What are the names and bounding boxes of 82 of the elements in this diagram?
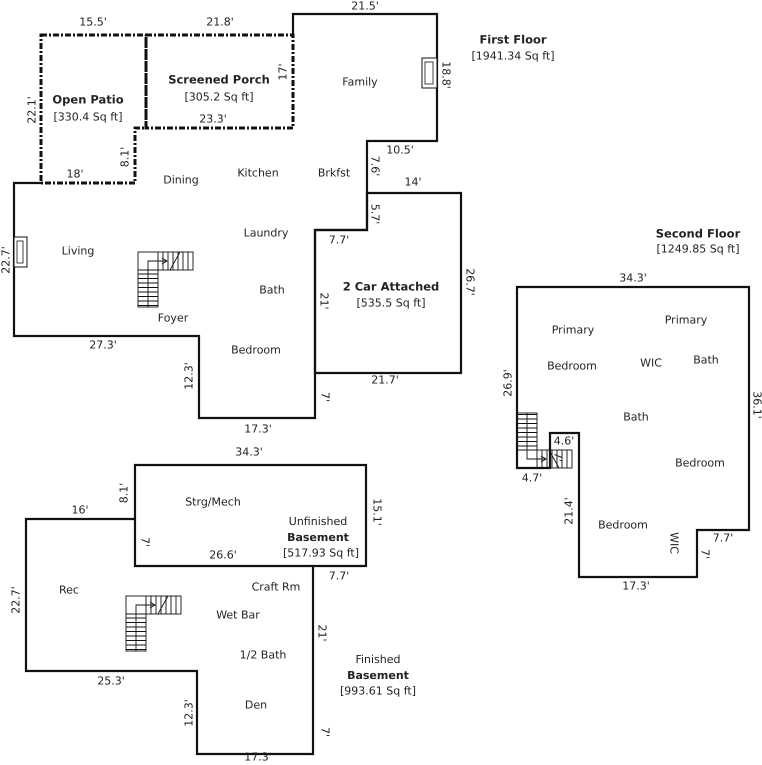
room-label: Den: [244, 698, 268, 712]
floor-title: Second Floor: [656, 228, 740, 240]
floor-title: Finished Basement: [346, 652, 410, 684]
dimension-label: 18': [66, 168, 84, 180]
floor-title: First Floor: [479, 34, 547, 46]
dimension-label: 7.6': [368, 156, 382, 176]
dimension-label: 15.1': [370, 498, 384, 526]
dimension-label: 12.3': [182, 699, 196, 727]
dimension-label: 26.7': [464, 268, 476, 296]
dimension-label: 26.9': [502, 369, 514, 397]
room-label: Strg/Mech: [185, 496, 241, 508]
room-label: Living: [62, 244, 94, 258]
dimension-label: 22.1': [26, 96, 38, 124]
room-label: WIC: [668, 532, 680, 554]
dimension-label: 22.7': [0, 246, 12, 274]
dimension-label: 7': [698, 548, 712, 560]
dimension-label: 8.1': [118, 146, 132, 168]
dimension-label: 15.5': [79, 16, 107, 28]
room-label: Kitchen: [237, 166, 279, 180]
dimension-label: 7': [552, 452, 564, 462]
room-label: Primary: [664, 314, 708, 326]
area-size: [330.4 Sq ft]: [53, 110, 123, 124]
room-label: 1/2 Bath: [240, 648, 286, 662]
dimension-label: 27.3': [89, 338, 117, 352]
room-label: Bath: [693, 354, 719, 366]
room-label: Bedroom: [675, 456, 725, 470]
area-title: Open Patio: [52, 94, 124, 106]
dimension-label: 34.3': [619, 272, 647, 284]
area-size: [517.93 Sq ft]: [282, 546, 360, 560]
room-label: Laundry: [244, 226, 288, 240]
room-label: Bedroom: [598, 518, 648, 532]
dimension-label: 16': [71, 504, 89, 516]
dimension-label: 7': [318, 726, 332, 738]
room-label: Rec: [59, 584, 79, 596]
dimension-label: 7': [138, 536, 152, 548]
dimension-label: 14': [404, 176, 422, 188]
dimension-label: 7.7': [712, 532, 734, 544]
room-label: Dining: [163, 174, 199, 186]
area-title: Screened Porch: [168, 74, 270, 86]
area-title: Unfinished Basement: [286, 514, 350, 546]
room-label: WIC: [640, 356, 662, 370]
area-size: [1249.85 Sq ft]: [656, 242, 740, 256]
dimension-label: 21.5': [351, 0, 379, 12]
dimension-label: 26.6': [209, 548, 237, 562]
dimension-label: 36.1': [750, 391, 762, 419]
dimension-label: 7.7': [328, 570, 350, 582]
dimension-label: 21.7': [371, 374, 399, 386]
room-label: Wet Bar: [216, 608, 260, 622]
dimension-label: 21': [316, 624, 328, 642]
area-size: [535.5 Sq ft]: [356, 296, 426, 310]
area-size: [993.61 Sq ft]: [340, 684, 416, 698]
room-label: Family: [342, 76, 378, 88]
room-label: Craft Rm: [252, 580, 300, 594]
dimension-label: 21': [318, 292, 330, 310]
dimension-label: 23.3': [199, 112, 227, 126]
room-label: Foyer: [158, 312, 188, 324]
dimension-label: 17.3': [622, 580, 650, 592]
dimension-label: 25.3': [97, 674, 125, 688]
dimension-label: 7': [318, 392, 332, 402]
dimension-label: 17': [276, 63, 290, 81]
dimension-label: 5.7': [368, 204, 382, 224]
dimension-label: 34.3': [235, 446, 263, 458]
dimension-label: 18.8': [440, 61, 452, 89]
room-label: Bath: [259, 284, 285, 296]
dimension-label: 10.5': [386, 144, 414, 156]
area-title: 2 Car Attached: [342, 280, 440, 294]
area-size: [1941.34 Sq ft]: [471, 50, 555, 62]
room-label: Bedroom: [231, 344, 281, 356]
dimension-label: 22.7': [10, 586, 22, 614]
dimension-label: 12.3': [182, 362, 196, 390]
dimension-label: 21.4': [562, 497, 576, 525]
room-label: Bath: [623, 410, 649, 424]
dimension-label: 4.6': [554, 434, 574, 448]
dimension-label: 4.7': [522, 472, 542, 484]
dimension-label: 17.3': [244, 422, 272, 436]
room-label: Primary: [552, 324, 594, 336]
area-size: [305.2 Sq ft]: [184, 90, 254, 104]
room-label: Brkfst: [318, 166, 350, 180]
room-label: Bedroom: [547, 360, 597, 372]
dimension-label: 21.8': [206, 16, 234, 28]
dimension-label: 8.1': [118, 482, 130, 504]
dimension-label: 7.7': [328, 234, 350, 246]
